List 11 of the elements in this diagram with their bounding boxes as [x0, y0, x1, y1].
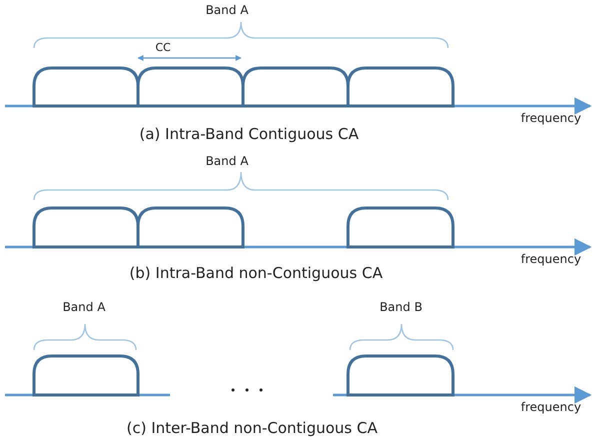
band-label: Band A	[206, 155, 248, 167]
band-label: Band A	[62, 301, 106, 313]
panel-caption: (a) Intra-Band Contiguous CA	[139, 127, 359, 142]
axis-label: frequency	[520, 401, 582, 413]
axis-label: frequency	[520, 112, 582, 124]
band-label: Band B	[380, 301, 422, 313]
carrier-label: CC	[155, 42, 171, 53]
band-label: Band A	[206, 4, 248, 16]
panel-caption: (b) Intra-Band non-Contiguous CA	[129, 266, 383, 281]
panel-caption: (c) Inter-Band non-Contiguous CA	[126, 421, 378, 436]
axis-label: frequency	[520, 253, 582, 265]
